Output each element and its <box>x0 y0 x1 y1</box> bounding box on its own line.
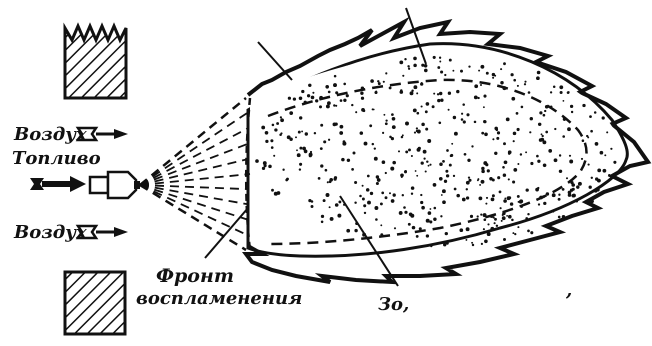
flame-front-label-line2: воспламенения <box>136 288 302 309</box>
stray-mark: , <box>565 280 572 301</box>
spray-line <box>140 98 246 185</box>
wall-block-bottom <box>65 272 125 334</box>
air-top-label: Воздух <box>13 124 87 145</box>
spray-line <box>140 144 248 185</box>
spray-cone <box>140 98 250 250</box>
spray-line <box>140 185 248 220</box>
wall-block-top <box>65 26 126 98</box>
leader-top-left <box>258 42 292 80</box>
flame-front-label-line1: Фронт <box>156 265 234 287</box>
spray-line <box>140 113 247 185</box>
air-bottom-label: Воздух <box>13 222 87 243</box>
fuel-label: Топливо <box>12 148 101 169</box>
fuel-arrow-icon <box>30 176 86 192</box>
zone-label: Зо, <box>378 294 409 315</box>
nozzle <box>90 172 140 198</box>
